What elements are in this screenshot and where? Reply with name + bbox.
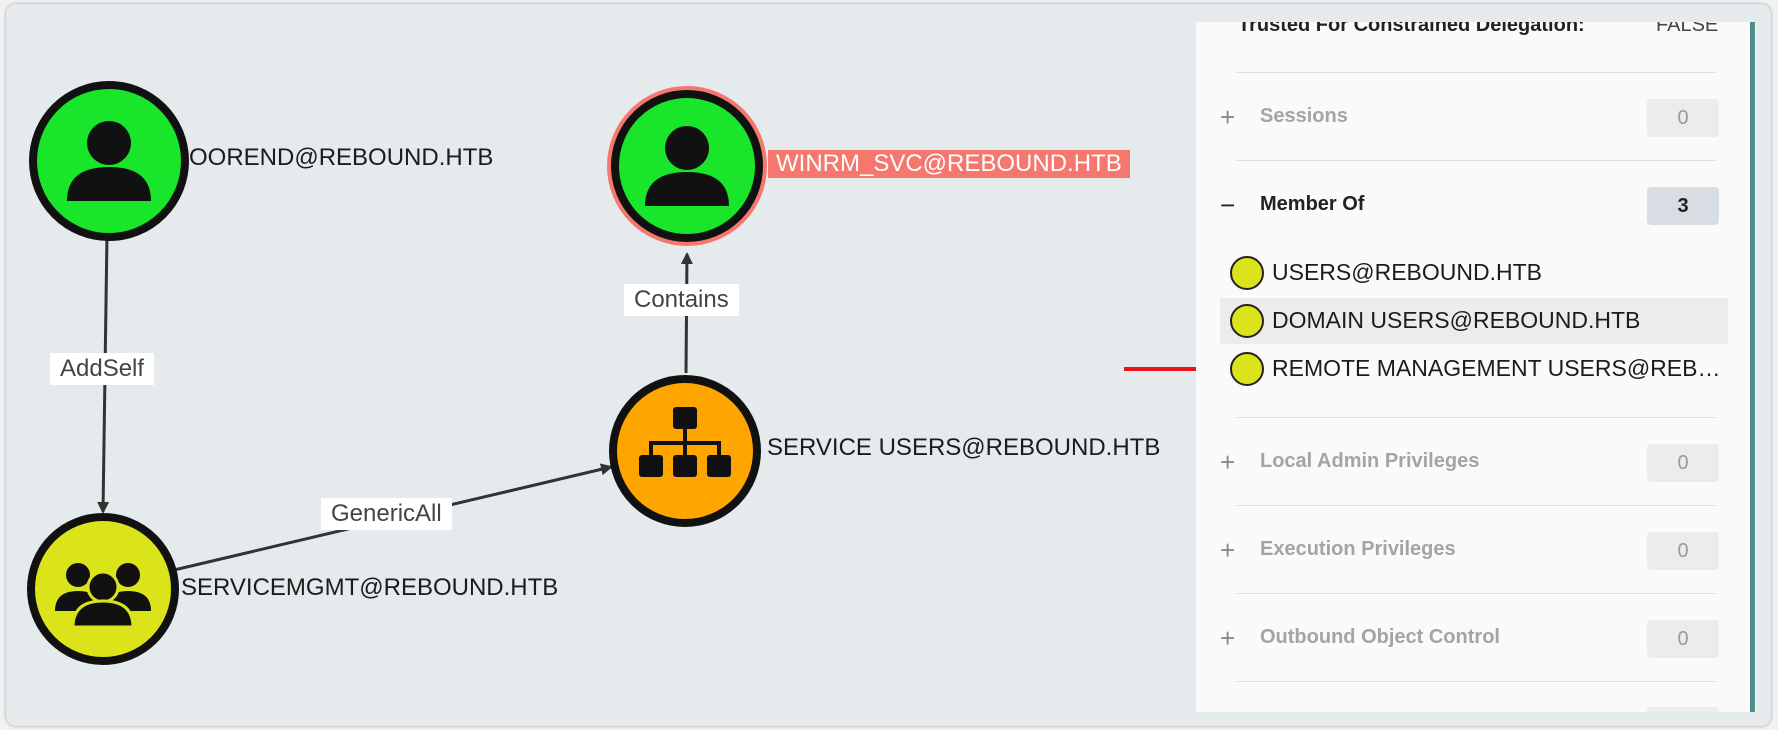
divider (1236, 72, 1716, 73)
count-badge: 0 (1647, 444, 1719, 482)
node-oorend[interactable] (29, 81, 189, 241)
divider (1236, 505, 1716, 506)
count-badge: 0 (1647, 99, 1719, 137)
panel-scrollbar[interactable] (1750, 22, 1755, 712)
node-winrm-svc[interactable] (607, 86, 767, 246)
node-label-winrm-svc: WINRM_SVC@REBOUND.HTB (768, 150, 1130, 178)
expand-icon: + (1220, 447, 1236, 477)
member-label: USERS@REBOUND.HTB (1272, 259, 1542, 285)
member-item-users[interactable]: USERS@REBOUND.HTB (1220, 250, 1728, 296)
collapse-icon: − (1220, 190, 1236, 220)
section-member-of[interactable]: − Member Of 3 (1196, 185, 1756, 227)
section-outbound-object-control[interactable]: + Outbound Object Control 0 (1196, 618, 1756, 660)
node-label-oorend: OOREND@REBOUND.HTB (189, 144, 494, 171)
node-servicemgmt[interactable] (27, 513, 179, 665)
count-badge: 0 (1647, 620, 1719, 658)
group-icon (1230, 304, 1264, 338)
section-title: Outbound Object Control (1260, 626, 1500, 648)
divider (1236, 160, 1716, 161)
edge-label-contains: Contains (624, 284, 739, 316)
node-label-service-users: SERVICE USERS@REBOUND.HTB (767, 434, 1161, 461)
section-title: Member Of (1260, 193, 1365, 215)
node-service-users[interactable] (609, 375, 761, 527)
count-badge: 0 (1647, 532, 1719, 570)
property-value-constrained-delegation: FALSE (1656, 22, 1719, 36)
section-sessions[interactable]: + Sessions 0 (1196, 97, 1756, 139)
expand-icon: + (1220, 535, 1236, 565)
expand-icon: + (1220, 623, 1236, 653)
member-item-remote-management-users[interactable]: REMOTE MANAGEMENT USERS@REB… (1220, 346, 1728, 392)
divider (1236, 593, 1716, 594)
next-section-badge-partial (1647, 707, 1719, 712)
group-icon (1230, 256, 1264, 290)
section-execution-privileges[interactable]: + Execution Privileges 0 (1196, 530, 1756, 572)
edge-label-genericall: GenericAll (321, 498, 452, 530)
section-local-admin-privileges[interactable]: + Local Admin Privileges 0 (1196, 442, 1756, 484)
edge-label-addself: AddSelf (50, 353, 155, 385)
member-label: REMOTE MANAGEMENT USERS@REB… (1272, 355, 1721, 381)
divider (1236, 417, 1716, 418)
node-info-panel[interactable]: Trusted For Constrained Delegation: FALS… (1196, 22, 1756, 712)
count-badge: 3 (1647, 187, 1719, 225)
section-title: Execution Privileges (1260, 538, 1456, 560)
bloodhound-window: OOREND@REBOUND.HTB WINRM_SVC@REBOUND.HTB… (6, 4, 1771, 726)
divider (1236, 681, 1716, 682)
group-icon (1230, 352, 1264, 386)
property-label-constrained-delegation: Trusted For Constrained Delegation: (1238, 22, 1585, 36)
section-title: Sessions (1260, 105, 1348, 127)
member-item-domain-users[interactable]: DOMAIN USERS@REBOUND.HTB (1220, 298, 1728, 344)
node-label-servicemgmt: SERVICEMGMT@REBOUND.HTB (181, 574, 559, 601)
expand-icon: + (1220, 102, 1236, 132)
graph-canvas[interactable] (6, 4, 1771, 726)
member-label: DOMAIN USERS@REBOUND.HTB (1272, 307, 1641, 333)
section-title: Local Admin Privileges (1260, 450, 1480, 472)
